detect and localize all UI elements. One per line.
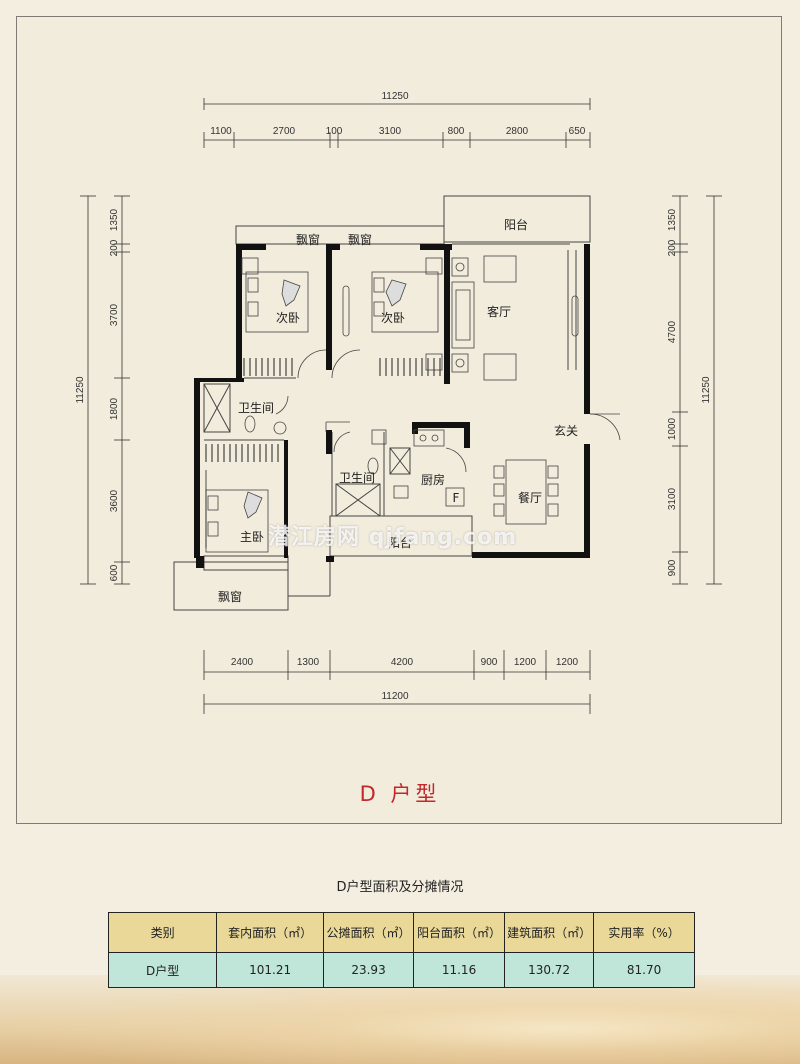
table-caption: D户型面积及分摊情况 <box>336 880 464 895</box>
table-cell: 130.72 <box>504 952 595 988</box>
room-bay-window: 飘窗 <box>348 233 372 247</box>
plan-frame <box>16 16 782 824</box>
dim-top-seg: 1100 <box>210 126 232 137</box>
room-bay-window: 飘窗 <box>296 233 320 247</box>
room-bathroom: 卫生间 <box>339 471 375 485</box>
room-bay-window: 飘窗 <box>218 590 242 604</box>
dim-left-seg: 600 <box>109 564 120 581</box>
room-second-bedroom: 次卧 <box>276 311 300 325</box>
room-entrance: 玄关 <box>554 423 578 438</box>
table-row: D户型 101.21 23.93 11.16 130.72 81.70 <box>107 952 695 988</box>
dim-right-seg: 200 <box>667 239 678 256</box>
dim-right-seg: 1350 <box>667 208 678 231</box>
table-header-row: 类别 套内面积（㎡） 公摊面积（㎡） 阳台面积（㎡） 建筑面积（㎡） 实用率（%… <box>107 912 695 953</box>
dim-left-seg: 3600 <box>109 489 120 512</box>
table-header-cell: 类别 <box>107 912 218 953</box>
dim-bottom-seg: 1300 <box>297 657 320 668</box>
table-cell: D户型 <box>107 952 218 988</box>
dim-top-seg: 2800 <box>506 126 529 137</box>
table-header-cell: 阳台面积（㎡） <box>413 912 506 953</box>
table-cell: 101.21 <box>216 952 325 988</box>
dim-right-seg: 4700 <box>667 320 678 343</box>
dim-bottom-seg: 900 <box>481 657 498 668</box>
flue-mark: F <box>453 491 460 505</box>
dim-top-seg: 2700 <box>273 126 296 137</box>
dim-top-seg: 800 <box>448 126 465 137</box>
dim-bottom-seg: 1200 <box>556 657 579 668</box>
dim-left-total: 11250 <box>75 376 86 404</box>
room-kitchen: 厨房 <box>421 472 445 487</box>
dim-top-total: 11250 <box>381 91 409 102</box>
dim-top-seg: 650 <box>569 126 586 137</box>
dim-right-total: 11250 <box>701 376 712 404</box>
dim-right-seg: 3100 <box>667 487 678 510</box>
dim-top-seg: 3100 <box>379 126 402 137</box>
room-living: 客厅 <box>487 304 511 319</box>
dim-bottom-seg: 2400 <box>231 657 254 668</box>
table-cell: 23.93 <box>323 952 415 988</box>
watermark: 潜江房网 qjfang.com <box>268 525 518 550</box>
room-second-bedroom: 次卧 <box>381 311 405 325</box>
room-dining: 餐厅 <box>518 490 542 505</box>
room-master-bedroom: 主卧 <box>240 530 264 544</box>
table-header-cell: 实用率（%） <box>593 912 695 953</box>
dim-left-seg: 200 <box>109 239 120 256</box>
dim-bottom-seg: 1200 <box>514 657 537 668</box>
area-table: 类别 套内面积（㎡） 公摊面积（㎡） 阳台面积（㎡） 建筑面积（㎡） 实用率（%… <box>107 912 695 988</box>
dim-top-seg: 100 <box>326 126 343 137</box>
dim-right-seg: 900 <box>667 559 678 576</box>
floor-plan: 11250 1100 2700 100 3100 800 2800 650 24… <box>75 91 722 714</box>
dim-right-seg: 1000 <box>667 417 678 440</box>
dim-bottom-total: 11200 <box>381 691 409 702</box>
table-cell: 81.70 <box>593 952 695 988</box>
table-header-cell: 套内面积（㎡） <box>216 912 325 953</box>
decorative-background <box>0 975 800 1064</box>
dim-left-seg: 3700 <box>109 303 120 326</box>
table-header-cell: 公摊面积（㎡） <box>323 912 415 953</box>
dim-left-seg: 1800 <box>109 397 120 420</box>
dim-bottom-seg: 4200 <box>391 657 414 668</box>
table-header-cell: 建筑面积（㎡） <box>504 912 595 953</box>
room-bathroom: 卫生间 <box>238 401 274 415</box>
plan-title: D 户型 <box>359 782 441 806</box>
room-balcony-top: 阳台 <box>504 217 528 232</box>
room-balcony-bottom: 阳台 <box>388 535 412 550</box>
dim-left-seg: 1350 <box>109 208 120 231</box>
table-cell: 11.16 <box>413 952 506 988</box>
